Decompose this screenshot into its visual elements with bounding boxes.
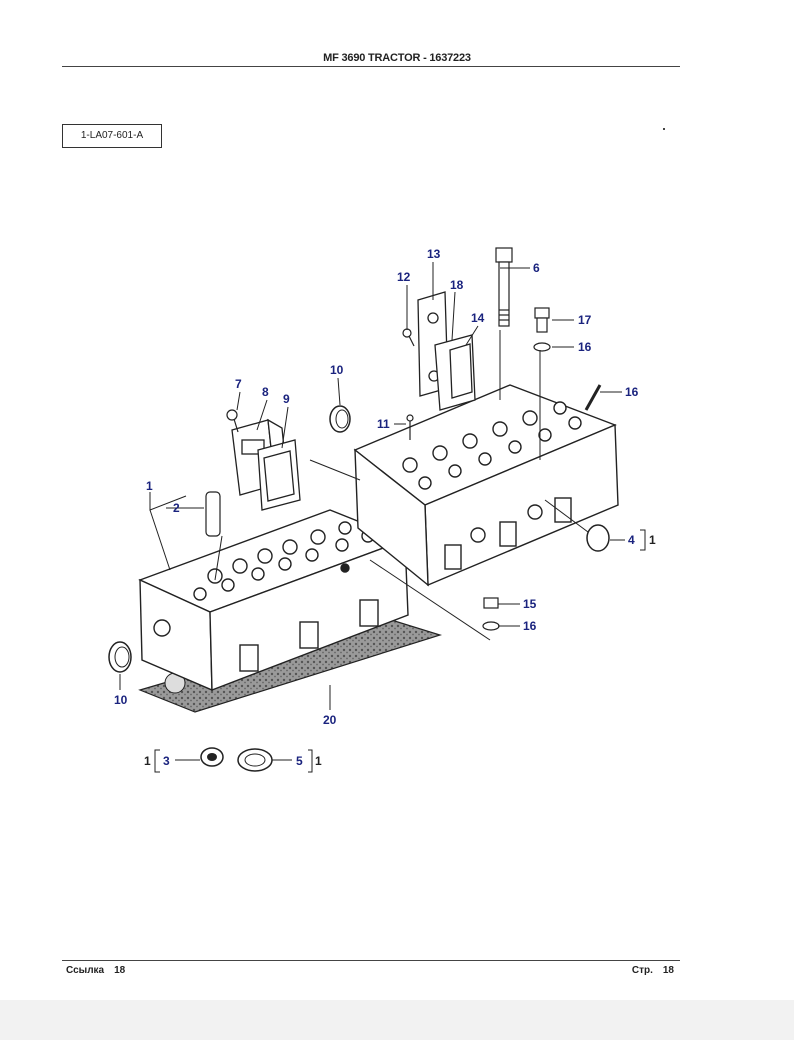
header-rule — [62, 66, 680, 67]
drain-plug — [483, 597, 499, 609]
footer-rule — [62, 960, 680, 961]
footer-reference-label: Ссылка — [66, 965, 105, 976]
footer-page-number: 18 — [662, 965, 674, 976]
callout-1: 1 — [146, 479, 153, 493]
callout-4: 4 — [628, 533, 635, 547]
callout-10-upper: 10 — [330, 363, 344, 377]
callout-11: 11 — [377, 417, 390, 431]
callout-16-upper: 16 — [578, 340, 592, 354]
expansion-plug-lower — [108, 641, 132, 673]
callout-2: 2 — [173, 501, 180, 515]
core-plug-right — [586, 524, 610, 552]
valve-seat-large — [237, 748, 273, 772]
screw-12 — [402, 328, 415, 347]
callout-10-lower: 10 — [114, 693, 128, 707]
page-title: MF 3690 TRACTOR - 1637223 — [323, 52, 471, 64]
cylinder-head-front — [138, 509, 409, 692]
footer-reference-number: 18 — [114, 965, 126, 976]
drain-washer — [482, 621, 500, 631]
outlet-gasket — [257, 439, 301, 511]
callout-14: 14 — [471, 311, 485, 325]
cylinder-head-rear — [353, 384, 619, 587]
bracket-label-5: 1 — [315, 754, 322, 768]
stud — [584, 384, 602, 411]
footer-page-label: Стр. — [631, 965, 653, 976]
callout-5: 5 — [296, 754, 303, 768]
bracket-label-4: 1 — [649, 533, 656, 547]
callout-12: 12 — [397, 270, 411, 284]
callout-16-lower: 16 — [523, 619, 537, 633]
callout-17: 16 — [625, 385, 639, 399]
scan-dot — [663, 128, 665, 130]
bottom-margin — [0, 1000, 794, 1040]
expansion-plug-upper — [329, 405, 351, 433]
cover-gasket — [434, 334, 476, 411]
bolt — [495, 247, 513, 327]
callout-labels: 6 13 12 18 14 17 16 16 7 8 9 10 11 1 2 4… — [114, 247, 656, 768]
callout-18: 17 — [578, 313, 592, 327]
sealing-washer — [533, 342, 551, 352]
callout-15: 15 — [523, 597, 537, 611]
illustration-reference-code: 1-LA07-601-A — [62, 124, 162, 148]
screw-7 — [226, 409, 239, 433]
callout-19: 18 — [450, 278, 464, 292]
callout-20: 20 — [323, 713, 337, 727]
bracket-label-3: 1 — [144, 754, 151, 768]
footer-page: Стр. 18 — [632, 965, 674, 976]
callout-3: 3 — [163, 754, 170, 768]
dowel-pin — [406, 414, 414, 440]
temperature-sensor — [534, 307, 550, 333]
valve-guide — [205, 491, 221, 537]
callout-13: 13 — [427, 247, 441, 261]
callout-9: 9 — [283, 392, 290, 406]
leader-lines — [119, 262, 646, 773]
callout-8: 8 — [262, 385, 269, 399]
callout-7: 7 — [235, 377, 242, 391]
callout-6: 6 — [533, 261, 540, 275]
footer-reference: Ссылка 18 — [66, 965, 125, 976]
